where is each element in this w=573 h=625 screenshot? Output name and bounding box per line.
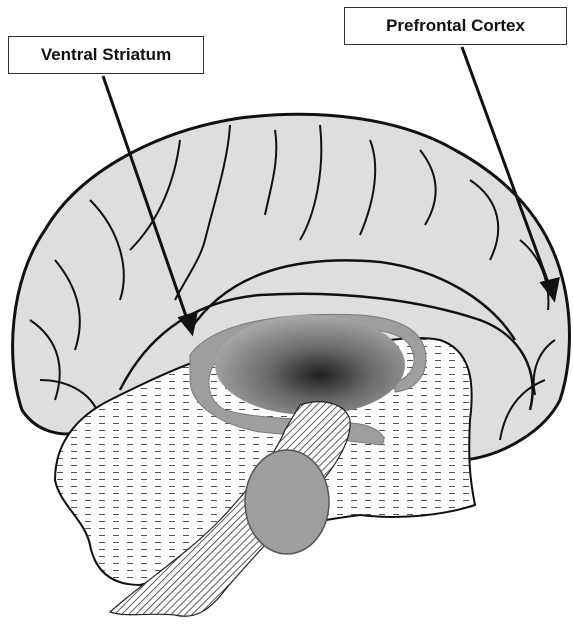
pons-oval <box>245 450 329 554</box>
prefrontal-cortex-label: Prefrontal Cortex <box>344 7 567 45</box>
ventral-striatum-label: Ventral Striatum <box>8 36 204 74</box>
ventral-striatum-shape <box>215 315 405 415</box>
